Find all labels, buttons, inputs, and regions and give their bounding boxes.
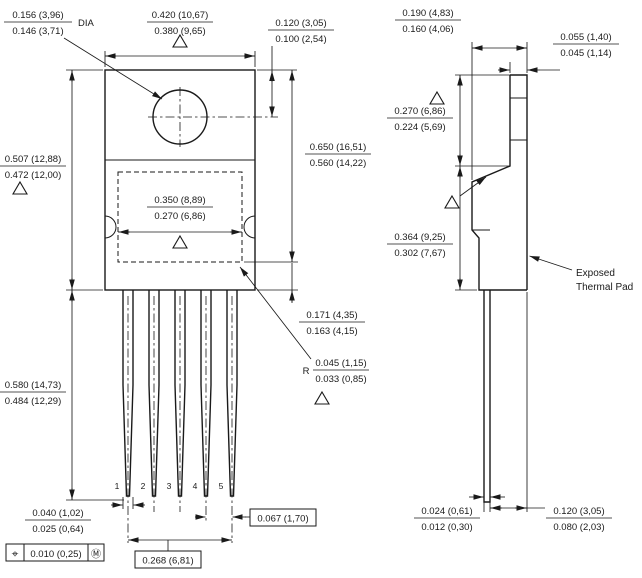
note-flag-icon (429, 90, 445, 105)
dim-body-height: 0.507 (12,88) 0.472 (12,00) (0, 69, 103, 291)
dim-tab-height: 0.270 (6,86) 0.224 (5,69) (387, 74, 510, 167)
dim-text: 0.163 (4,15) (306, 326, 357, 337)
dim-text: 0.472 (12,00) (5, 170, 62, 181)
dim-text: 0.156 (3,96) (12, 10, 63, 21)
dim-text: 0.045 (1,14) (560, 48, 611, 59)
thermal-pad-label: Thermal Pad (576, 282, 633, 293)
exposed-pad-hidden-outline (117, 171, 243, 263)
pin-number-4: 4 (193, 481, 198, 491)
side-lead (483, 290, 491, 503)
package-body-outline (104, 69, 256, 291)
dim-text: 0.420 (10,67) (152, 10, 209, 21)
dim-text: 0.067 (1,70) (257, 514, 308, 525)
dim-text: 0.012 (0,30) (421, 522, 472, 533)
back-face-outline (510, 74, 528, 290)
dim-text: 0.055 (1,40) (560, 32, 611, 43)
dim-text: 0.033 (0,85) (315, 374, 366, 385)
note-flag-icon (172, 234, 188, 249)
dim-lead-thickness: 0.024 (0,61) 0.012 (0,30) (414, 494, 505, 533)
note-flag-icon (444, 194, 460, 209)
dim-text: 0.580 (14,73) (5, 380, 62, 391)
dim-lead-pitch: 0.067 (1,70) (195, 508, 317, 527)
dim-lead-width: 0.040 (1,02) 0.025 (0,64) (25, 497, 145, 535)
dim-text: 0.507 (12,88) (5, 154, 62, 165)
front-view: 1 2 3 4 5 0.156 (3,96) 0.146 (3,71) DIA … (0, 10, 371, 569)
dim-pad-height: 0.364 (9,25) 0.302 (7,67) (387, 166, 477, 291)
dim-text: 0.560 (14,22) (310, 158, 367, 169)
dim-lead-to-back: 0.120 (3,05) 0.080 (2,03) (490, 292, 612, 533)
dim-text: 0.484 (12,29) (5, 396, 62, 407)
dia-suffix: DIA (78, 18, 95, 29)
surface-note-callout (444, 176, 487, 209)
dim-body-thickness: 0.190 (4,83) 0.160 (4,06) (395, 8, 528, 180)
dim-text: 0.160 (4,06) (402, 24, 453, 35)
front-package-outline (104, 69, 278, 291)
tolerance-value: 0.010 (0,25) (30, 549, 81, 560)
dim-text: 0.045 (1,15) (315, 358, 366, 369)
dim-text: 0.364 (9,25) (394, 232, 445, 243)
dim-text: 0.650 (16,51) (310, 142, 367, 153)
dim-text: 0.270 (6,86) (154, 211, 205, 222)
dim-tab-width: 0.420 (10,67) 0.380 (9,65) (104, 10, 256, 67)
tolerance-frame-box (5, 543, 105, 562)
left-side-notch (104, 215, 117, 239)
side-view: 0.190 (4,83) 0.160 (4,06) 0.055 (1,40) 0… (387, 8, 633, 533)
dim-text: 0.224 (5,69) (394, 122, 445, 133)
note-flag-icon (172, 33, 188, 48)
dim-text: 0.080 (2,03) (553, 522, 604, 533)
dim-text: 0.190 (4,83) (402, 8, 453, 19)
dim-shoulder-radius: R 0.045 (1,15) 0.033 (0,85) (239, 266, 369, 405)
tolerance-frame: ⌖ 0.010 (0,25) Ⓜ (5, 543, 105, 562)
dim-text: 0.024 (0,61) (421, 506, 472, 517)
dim-lead-span: 0.268 (6,81) (128, 537, 232, 569)
dim-text: 0.120 (3,05) (553, 506, 604, 517)
dim-text: 0.120 (3,05) (275, 18, 326, 29)
dim-text: 0.146 (3,71) (12, 26, 63, 37)
basic-dim-box (249, 508, 317, 527)
dim-text: 0.025 (0,64) (32, 524, 83, 535)
note-flag-icon (314, 390, 330, 405)
pin-number-3: 3 (167, 481, 172, 491)
dim-text: 0.268 (6,81) (142, 556, 193, 567)
dim-hole-position: 0.120 (3,05) 0.100 (2,54) (257, 18, 334, 117)
pin-number-1: 1 (115, 481, 120, 491)
side-package-outline (471, 74, 528, 503)
thermal-pad-label: Exposed (576, 268, 615, 279)
right-side-notch (243, 215, 256, 239)
front-leads: 1 2 3 4 5 (115, 290, 238, 543)
pin-number-5: 5 (219, 481, 224, 491)
thermal-pad-callout: Exposed Thermal Pad (529, 255, 633, 293)
mmc-modifier-icon: Ⓜ (91, 549, 101, 561)
dim-text: 0.380 (9,65) (154, 26, 205, 37)
dim-hole-diameter: 0.156 (3,96) 0.146 (3,71) DIA (4, 10, 163, 100)
dim-overall-height: 0.650 (16,51) 0.560 (14,22) (244, 70, 371, 263)
leader-line (529, 255, 573, 271)
radius-prefix: R (303, 366, 310, 377)
leader-line (63, 37, 163, 100)
leader-line (239, 266, 312, 360)
basic-dim-box (134, 550, 202, 569)
dim-tab-thickness: 0.055 (1,40) 0.045 (1,14) (498, 32, 619, 73)
dim-text: 0.040 (1,02) (32, 508, 83, 519)
dim-lead-length: 0.580 (14,73) 0.484 (12,29) (0, 290, 124, 501)
dim-text: 0.302 (7,67) (394, 248, 445, 259)
dim-pad-clearance: 0.171 (4,35) 0.163 (4,15) (257, 263, 365, 337)
dim-pad-width: 0.350 (8,89) 0.270 (6,86) (118, 195, 242, 249)
dim-text: 0.270 (6,86) (394, 106, 445, 117)
front-profile-outline (471, 75, 527, 291)
dim-text: 0.171 (4,35) (306, 310, 357, 321)
position-tolerance-icon: ⌖ (12, 547, 19, 561)
leader-line (459, 176, 487, 197)
note-flag-icon (12, 180, 28, 195)
dim-text: 0.350 (8,89) (154, 195, 205, 206)
dim-text: 0.100 (2,54) (275, 34, 326, 45)
pin-number-2: 2 (141, 481, 146, 491)
